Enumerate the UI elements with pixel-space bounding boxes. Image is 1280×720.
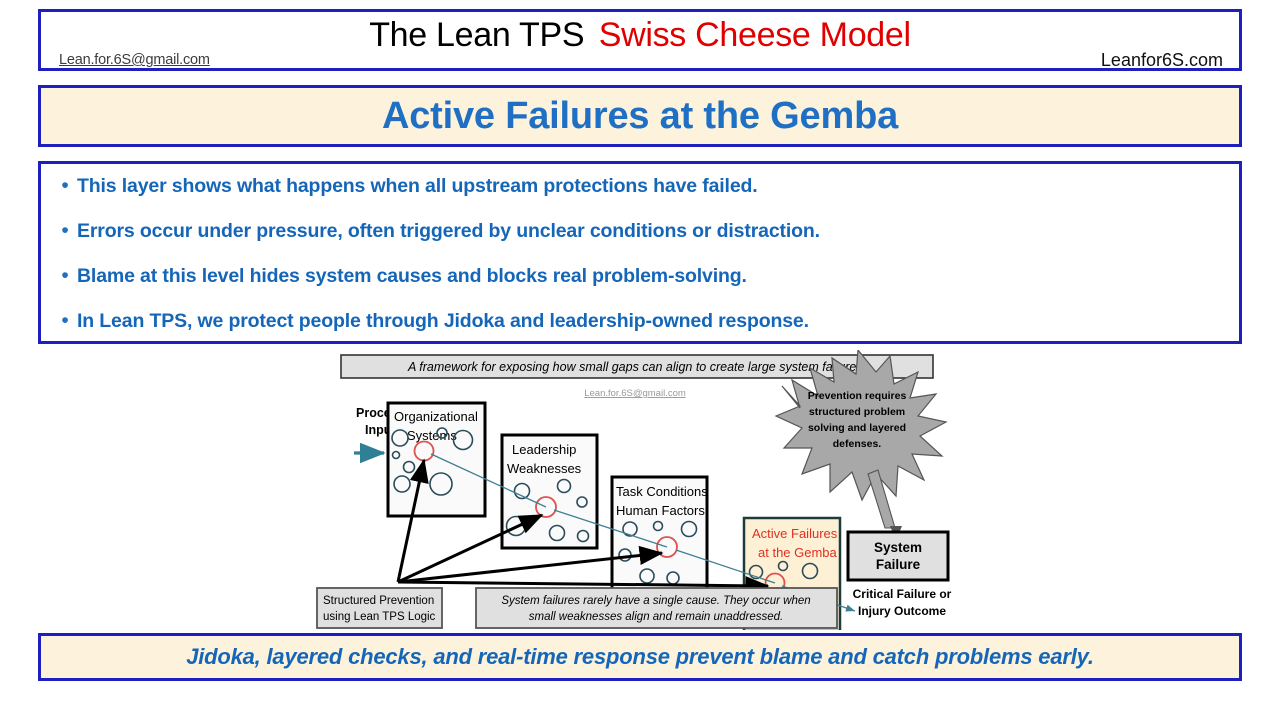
outcome-line1: Critical Failure or <box>853 587 952 601</box>
star-callout-line-1: Prevention requires <box>808 390 907 402</box>
header-bar: Lean.for.6S@gmail.com The Lean TPS Swiss… <box>38 9 1242 71</box>
star-callout-line-3: solving and layered <box>808 422 906 434</box>
header-title-accent: Swiss Cheese Model <box>598 16 911 54</box>
list-item-label: This layer shows what happens when all u… <box>77 175 758 197</box>
slice-2-label-line2: Weaknesses <box>507 461 582 476</box>
slice-4-label-line2: at the Gemba <box>758 545 838 560</box>
list-item: • This layer shows what happens when all… <box>41 173 1239 218</box>
slice-2-label-line1: Leadership <box>512 442 576 457</box>
header-title: The Lean TPS Swiss Cheese Model <box>41 16 1239 55</box>
bullet-marker-icon: • <box>61 219 69 242</box>
system-failure-note-box: System failures rarely have a single cau… <box>475 587 838 629</box>
star-callout-line-4: defenses. <box>833 438 882 450</box>
list-item-label: Blame at this level hides system causes … <box>77 265 747 287</box>
header-title-primary: The Lean TPS <box>369 16 585 54</box>
header-website-label[interactable]: Leanfor6S.com <box>1100 50 1223 70</box>
system-failure-line1: System <box>874 540 922 555</box>
prevention-star-callout: Prevention requires structured problem s… <box>774 350 948 540</box>
slice-2-aligned-hole <box>535 496 557 518</box>
slice-2-holes <box>505 478 590 543</box>
system-failure-box: System Failure <box>846 530 950 582</box>
bullet-marker-icon: • <box>61 309 69 332</box>
list-item: • Blame at this level hides system cause… <box>41 263 1239 308</box>
footer-banner: Jidoka, layered checks, and real-time re… <box>38 633 1242 681</box>
slice-1-holes <box>391 427 474 496</box>
page-title: Active Failures at the Gemba <box>381 94 899 137</box>
star-callout-line-2: structured problem <box>809 406 905 418</box>
slice-4-label-line1: Active Failures <box>752 526 838 541</box>
page-title-banner: Active Failures at the Gemba <box>38 85 1242 147</box>
bullet-marker-icon: • <box>61 174 69 197</box>
swiss-cheese-diagram: A framework for exposing how small gaps … <box>310 350 980 630</box>
bullet-marker-icon: • <box>61 264 69 287</box>
list-item-label: Errors occur under pressure, often trigg… <box>77 220 820 242</box>
header-email-link[interactable]: Lean.for.6S@gmail.com <box>59 52 210 68</box>
outcome-line2: Injury Outcome <box>858 604 946 618</box>
slice-3-label-line1: Task Conditions <box>616 484 708 499</box>
cheese-slice-organizational-systems: Organizational Systems <box>386 401 487 518</box>
list-item: • In Lean TPS, we protect people through… <box>41 308 1239 353</box>
prevention-box-line2: using Lean TPS Logic <box>323 611 436 623</box>
system-failure-line2: Failure <box>876 557 921 572</box>
slice-1-label-line1: Organizational <box>394 409 478 424</box>
diagram-caption-text: A framework for exposing how small gaps … <box>407 360 866 374</box>
diagram-top-caption: A framework for exposing how small gaps … <box>340 354 934 379</box>
prevention-fan-arrows <box>396 458 770 596</box>
cheese-slice-leadership-weaknesses: Leadership Weaknesses <box>500 433 599 550</box>
note-box-line1: System failures rarely have a single cau… <box>501 595 810 607</box>
slice-3-label-line2: Human Factors <box>616 503 705 518</box>
note-box-line2: small weaknesses align and remain unaddr… <box>529 611 783 623</box>
footer-message: Jidoka, layered checks, and real-time re… <box>186 644 1094 669</box>
slice-1-label-line2: Systems <box>407 428 457 443</box>
slice-3-holes <box>618 520 698 585</box>
critical-failure-outcome-label: Critical Failure or Injury Outcome <box>853 587 952 618</box>
structured-prevention-box: Structured Prevention using Lean TPS Log… <box>316 587 443 629</box>
list-item: • Errors occur under pressure, often tri… <box>41 218 1239 263</box>
bullet-list-panel: • This layer shows what happens when all… <box>38 161 1242 344</box>
prevention-box-line1: Structured Prevention <box>323 595 434 607</box>
diagram-watermark: Lean.for.6S@gmail.com <box>584 388 686 399</box>
list-item-label: In Lean TPS, we protect people through J… <box>77 310 809 332</box>
